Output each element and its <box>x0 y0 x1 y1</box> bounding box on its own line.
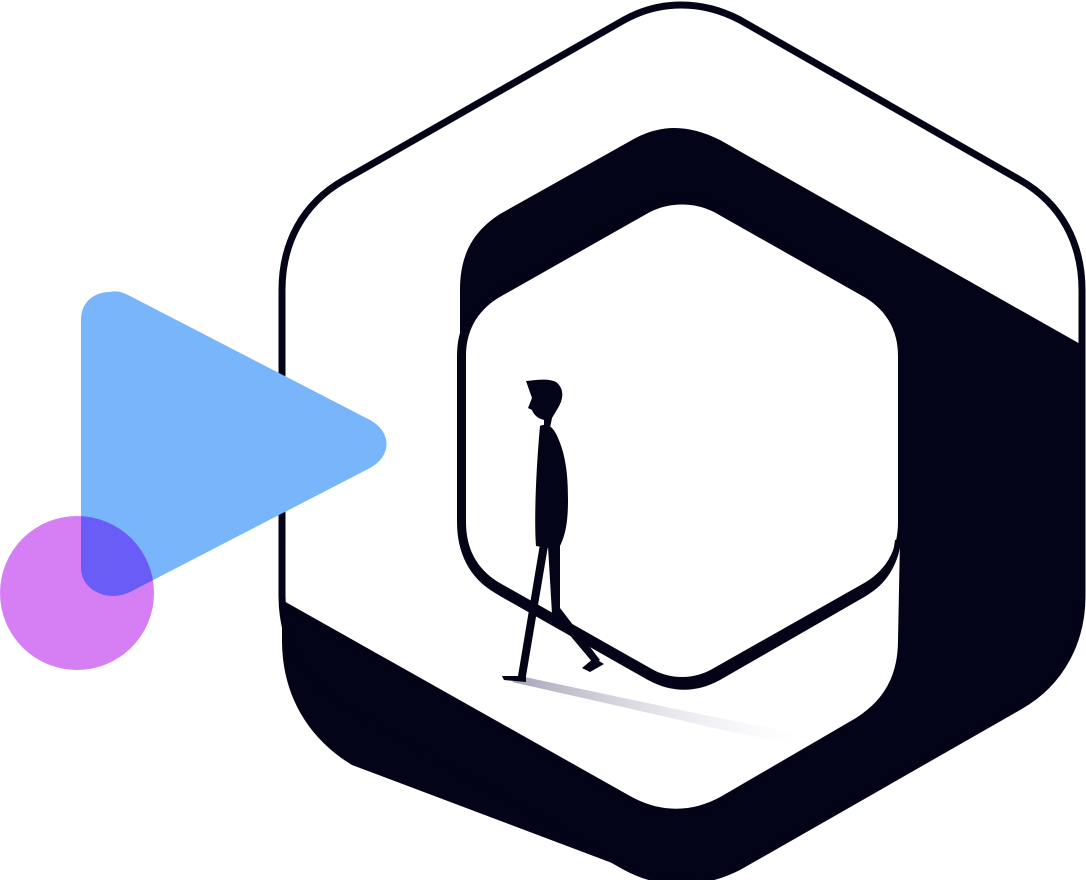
hexagon-inner-outline <box>457 194 901 688</box>
hexagon-inner-opening <box>466 204 898 677</box>
person-silhouette-icon <box>502 379 604 682</box>
person-floor-shadow <box>512 676 800 742</box>
play-triangle-icon <box>81 291 387 596</box>
shape-overlap <box>81 516 154 596</box>
hexagon-outer-frame <box>278 1 1086 880</box>
